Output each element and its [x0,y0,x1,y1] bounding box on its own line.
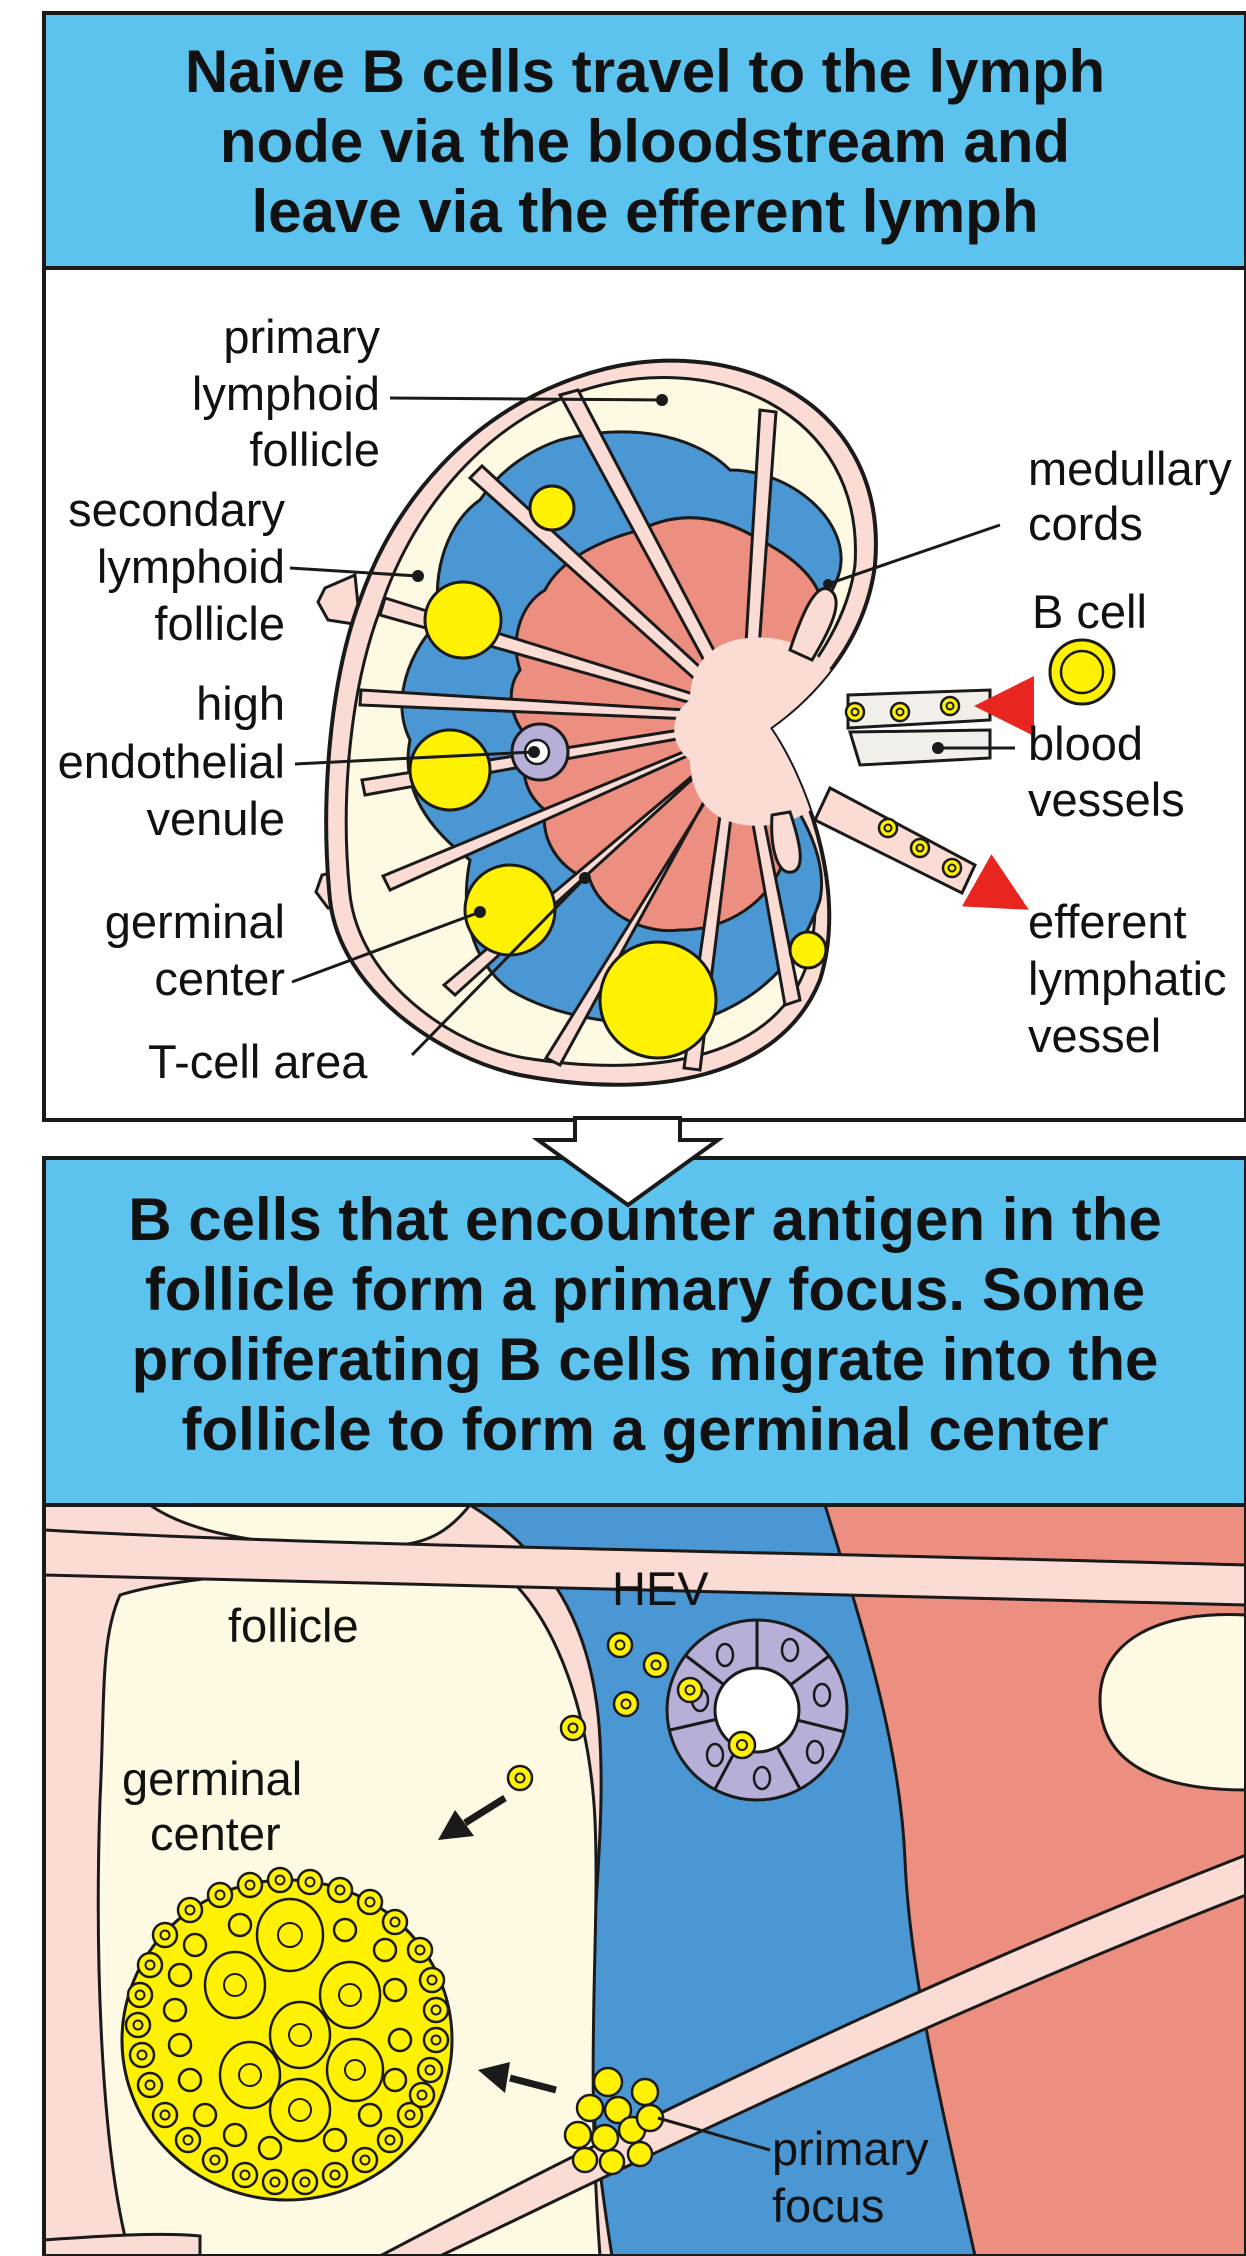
label-germinal-center-2: center [154,952,285,1005]
label-germinal-center-zoom-2: center [150,1807,281,1860]
panel-1: Naive B cells travel to the lymph node v… [44,13,1246,1120]
label-efferent-2: lymphatic [1028,952,1227,1005]
label-b-cell: B cell [1032,585,1147,638]
label-hev-2: endothelial [58,735,285,788]
label-blood-vessels-2: vessels [1028,773,1185,826]
secondary-follicle-1 [425,582,501,658]
label-efferent-3: vessel [1028,1009,1161,1062]
label-secondary-follicle-3: follicle [154,597,285,650]
label-germinal-center-zoom-1: germinal [122,1752,302,1805]
small-follicle-lower [790,932,826,968]
panel-2-title-line-2: follicle form a primary focus. Some [145,1256,1145,1323]
label-medullary-cords-2: cords [1028,497,1143,550]
label-secondary-follicle-2: lymphoid [97,540,285,593]
label-secondary-follicle-1: secondary [68,483,285,536]
label-primary-focus-1: primary [772,2122,929,2175]
label-hev-1: high [196,677,285,730]
secondary-follicle-4 [600,942,716,1058]
hev-large [667,1620,847,1800]
panel-2-title-line-1: B cells that encounter antigen in the [128,1186,1161,1253]
panel-1-title-line-3: leave via the efferent lymph [252,178,1039,245]
trabecula-bottom-left [44,2234,200,2256]
panel-2: B cells that encounter antigen in the fo… [44,1118,1246,2256]
label-blood-vessels-1: blood [1028,717,1143,770]
label-medullary-cords-1: medullary [1028,442,1232,495]
panel-1-title-line-2: node via the bloodstream and [220,108,1070,175]
b-cell-icon [1050,640,1114,704]
label-primary-follicle-3: follicle [249,423,380,476]
label-efferent-1: efferent [1028,895,1187,948]
label-primary-follicle-1: primary [223,310,380,363]
panel-2-title-line-3: proliferating B cells migrate into the [132,1326,1159,1393]
label-hev: HEV [612,1562,709,1615]
label-primary-follicle-2: lymphoid [192,367,380,420]
label-germinal-center-1: germinal [105,895,285,948]
label-follicle: follicle [228,1599,359,1652]
panel-1-title-line-1: Naive B cells travel to the lymph [185,38,1105,105]
small-follicle-upper [530,486,574,530]
label-t-cell-area: T-cell area [148,1035,368,1088]
label-hev-3: venule [147,792,286,845]
label-primary-focus-2: focus [772,2179,884,2232]
panel-2-title-line-4: follicle to form a germinal center [182,1396,1109,1463]
secondary-follicle-2 [410,730,490,810]
